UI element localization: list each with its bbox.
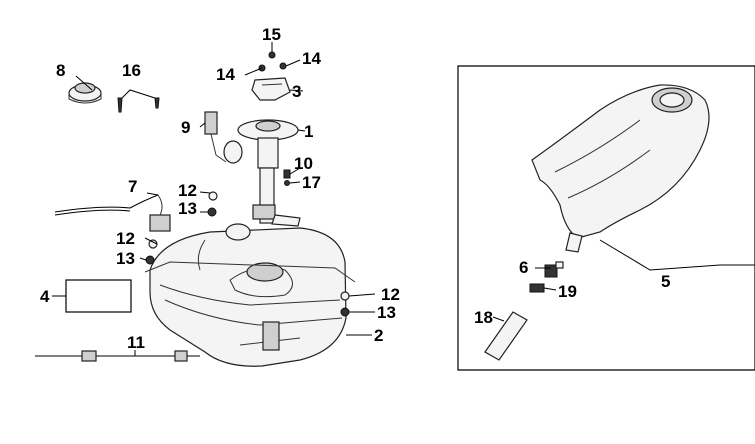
fuel-cap xyxy=(68,82,102,104)
callout-2: 2 xyxy=(374,326,383,345)
callout-4: 4 xyxy=(40,287,50,306)
grommet-13-right xyxy=(340,307,350,317)
clip-10 xyxy=(283,169,291,179)
callout-8: 8 xyxy=(56,61,65,80)
callout-13-left: 13 xyxy=(116,249,135,268)
callout-12-upper: 12 xyxy=(178,181,197,200)
fuel-level-sender xyxy=(204,111,243,164)
screw-16-right xyxy=(154,97,160,109)
callout-12-left: 12 xyxy=(116,229,135,248)
breather-hose xyxy=(54,194,171,232)
callout-19: 19 xyxy=(558,282,577,301)
callout-9: 9 xyxy=(181,118,190,137)
fuel-tank xyxy=(144,227,356,367)
label-plate xyxy=(65,279,132,313)
washer-12-upper xyxy=(208,191,218,201)
bolt-15 xyxy=(268,51,276,59)
fuel-filler-neck xyxy=(531,84,710,253)
leader-lines xyxy=(52,42,755,356)
grommet-13-left xyxy=(145,255,155,265)
clamp-19 xyxy=(529,283,545,293)
callout-14-right: 14 xyxy=(302,49,321,68)
callout-18: 18 xyxy=(474,308,493,327)
screw-16-left xyxy=(117,97,123,113)
callout-15: 15 xyxy=(262,25,281,44)
callout-1: 1 xyxy=(304,122,313,141)
washer-12-left xyxy=(148,239,158,249)
fuel-pump xyxy=(225,119,301,241)
callout-7: 7 xyxy=(128,177,137,196)
callouts: 1 2 3 4 5 6 7 8 9 10 11 12 12 12 13 13 1… xyxy=(40,25,670,352)
inset-frame xyxy=(457,65,755,371)
callout-13-upper: 13 xyxy=(178,199,197,218)
callout-11: 11 xyxy=(127,333,145,352)
callout-6: 6 xyxy=(519,258,528,277)
callout-10: 10 xyxy=(294,154,313,173)
callout-13-right: 13 xyxy=(377,303,396,322)
callout-14-left: 14 xyxy=(216,65,235,84)
fuel-cable xyxy=(35,350,200,362)
bolt-14-right xyxy=(279,62,287,70)
callout-12-right: 12 xyxy=(381,285,400,304)
clip-17 xyxy=(284,180,290,186)
callout-5: 5 xyxy=(661,272,670,291)
drain-tube-18 xyxy=(484,311,528,361)
grommet-13-upper xyxy=(207,207,217,217)
callout-16: 16 xyxy=(122,61,141,80)
callout-3: 3 xyxy=(292,82,301,101)
hose-clamp-6 xyxy=(544,261,564,278)
washer-12-right xyxy=(340,291,350,301)
mounting-bracket xyxy=(251,77,291,101)
callout-17: 17 xyxy=(302,173,321,192)
